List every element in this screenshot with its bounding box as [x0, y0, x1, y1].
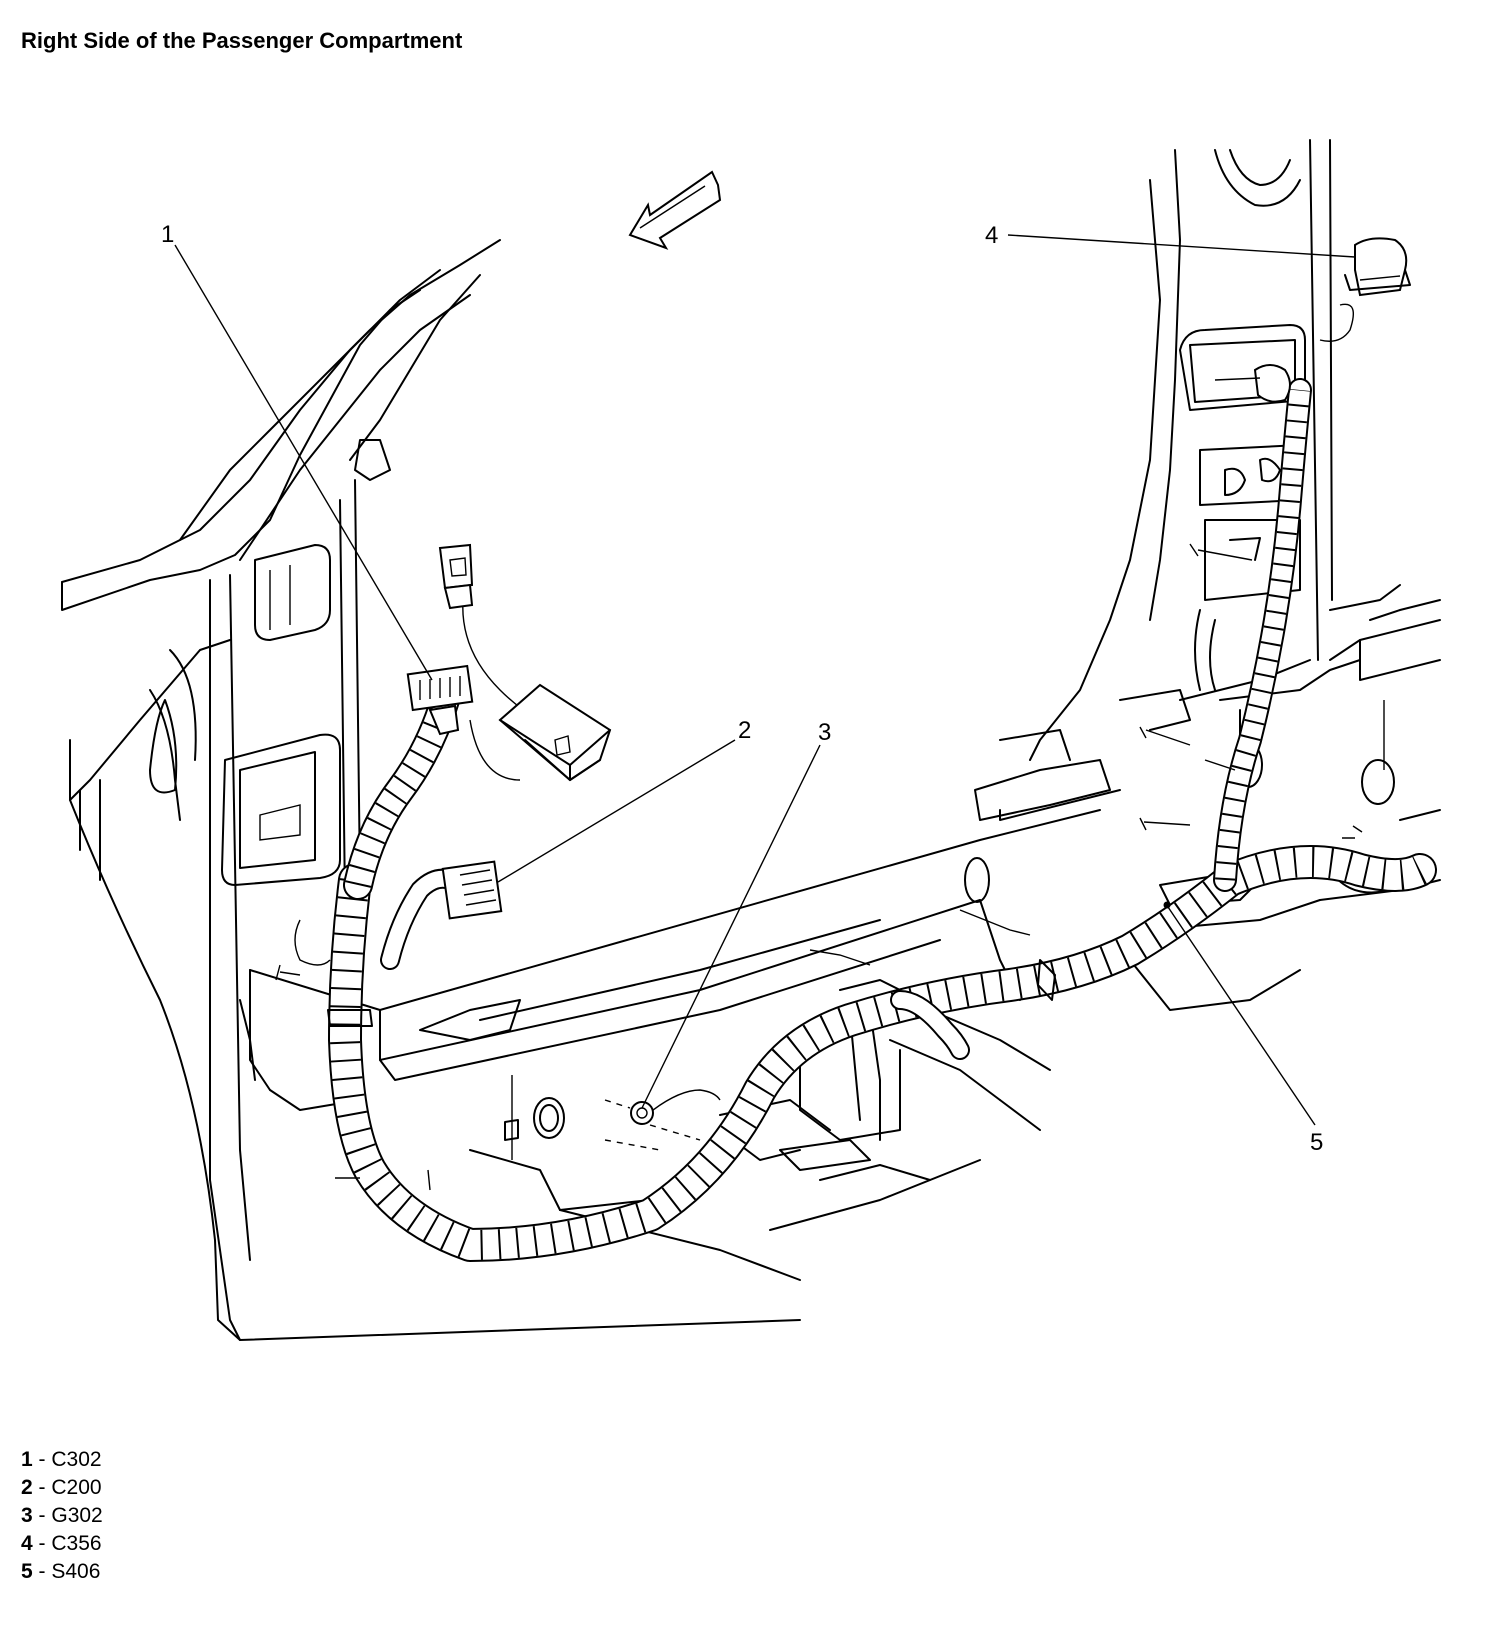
- legend-code: C302: [51, 1448, 102, 1471]
- relay-module: [498, 683, 612, 782]
- leader-1: [174, 244, 433, 681]
- callout-3-label: 3: [818, 719, 831, 746]
- legend-separator: -: [32, 1448, 52, 1471]
- legend-separator: -: [32, 1560, 52, 1583]
- page-title: Right Side of the Passenger Compartment: [21, 28, 463, 53]
- legend-number: 2: [21, 1476, 33, 1499]
- left-pillar-body-panel: [61, 239, 801, 1341]
- callout-2-label: 2: [738, 717, 751, 744]
- legend-code: C356: [51, 1532, 102, 1555]
- callout-5-label: 5: [1310, 1129, 1323, 1156]
- legend-item: 3 - G302: [21, 1502, 103, 1530]
- connector-top-left: [438, 543, 474, 610]
- legend-number: 4: [21, 1532, 33, 1555]
- rocker-sill-panel: [239, 759, 1121, 1111]
- wiring-harness-trunk: [294, 303, 1437, 1262]
- legend-code: G302: [51, 1504, 103, 1527]
- connector-c200: [441, 860, 503, 920]
- legend-separator: -: [32, 1476, 52, 1499]
- legend-item: 1 - C302: [21, 1446, 103, 1474]
- right-pillar-body-panel: [999, 139, 1441, 811]
- ground-g302: [604, 1089, 721, 1151]
- callout-leaders: [174, 234, 1356, 1126]
- legend-separator: -: [32, 1532, 52, 1555]
- front-direction-arrow-icon: [628, 170, 722, 250]
- legend-code: C200: [51, 1476, 102, 1499]
- connector-c356: [1344, 237, 1411, 297]
- connector-c302: [406, 664, 474, 736]
- leader-2: [497, 739, 736, 883]
- legend-number: 5: [21, 1560, 33, 1583]
- leader-3: [641, 744, 821, 1109]
- splice-s406: [1163, 901, 1171, 909]
- legend-separator: -: [32, 1504, 52, 1527]
- legend-item: 2 - C200: [21, 1474, 103, 1502]
- legend-item: 5 - S406: [21, 1558, 103, 1586]
- fasteners: [275, 543, 1385, 1191]
- legend-number: 1: [21, 1448, 33, 1471]
- callout-1-label: 1: [161, 221, 174, 248]
- legend-code: S406: [51, 1560, 101, 1583]
- legend-item: 4 - C356: [21, 1530, 103, 1558]
- leader-5: [1167, 906, 1316, 1126]
- leader-4: [1007, 234, 1356, 258]
- callout-legend: 1 - C302 2 - C200 3 - G302 4 - C356 5 - …: [21, 1446, 103, 1586]
- legend-number: 3: [21, 1504, 33, 1527]
- connector-right-pillar-upper: [1214, 364, 1291, 403]
- callout-4-label: 4: [985, 222, 998, 249]
